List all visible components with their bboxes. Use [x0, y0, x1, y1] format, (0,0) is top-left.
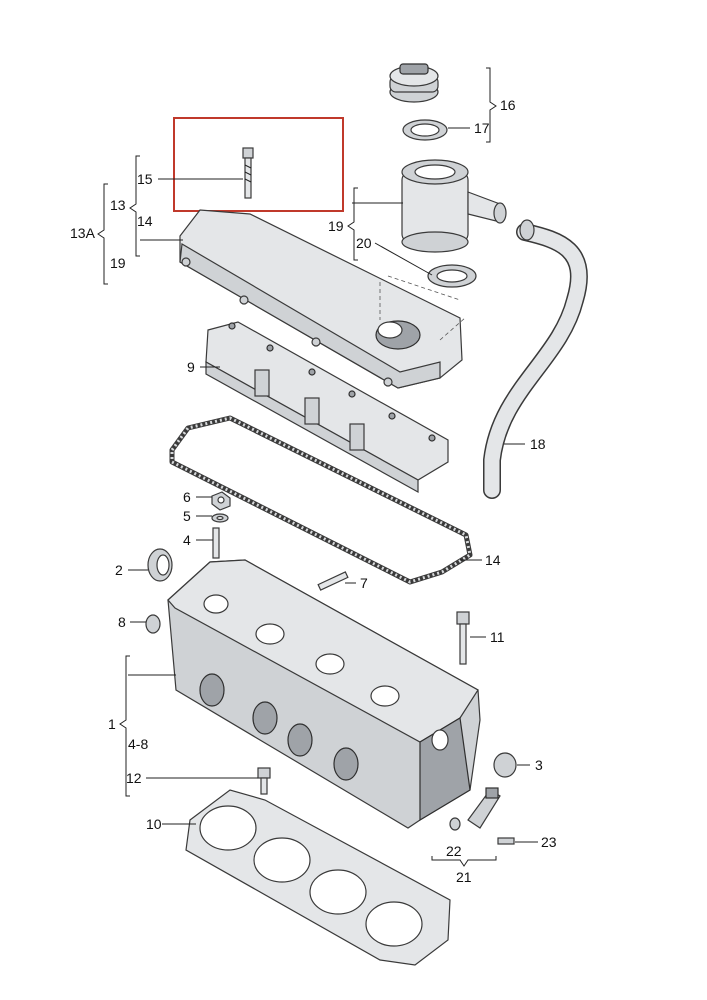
brace-13A: [97, 183, 108, 285]
callout-16: 16: [500, 97, 516, 113]
part-8-plug: [145, 614, 161, 634]
part-10-head-gasket: [185, 789, 451, 966]
callout-6: 6: [183, 489, 191, 505]
part-9-baffle-plate: [205, 321, 449, 494]
callout-21: 21: [456, 869, 472, 885]
part-23-screw: [497, 837, 515, 845]
part-22-seal: [449, 817, 461, 831]
part-17-seal-ring: [402, 119, 448, 141]
part-18-breather-hose: [483, 219, 588, 499]
callout-13: 13: [110, 197, 126, 213]
part-13-valve-cover: [179, 209, 463, 389]
brace-21: [431, 856, 497, 867]
callout-19-breather: 19: [328, 218, 344, 234]
part-20-seal-ring: [427, 264, 477, 288]
callout-8: 8: [118, 614, 126, 630]
callout-14-cover: 14: [137, 213, 153, 229]
part-7-stud: [317, 571, 349, 591]
brace-13: [129, 155, 140, 257]
part-11-head-bolt: [456, 611, 470, 665]
dashed-alignment-guide: [379, 275, 466, 341]
brace-16: [486, 67, 497, 143]
callout-labels: 15 13 14 13A 19 16 17 19 20 9 18 6 5 4 1…: [70, 97, 557, 885]
callout-20: 20: [356, 235, 372, 251]
brace-19: [347, 187, 358, 261]
callout-7: 7: [360, 575, 368, 591]
callout-18: 18: [530, 436, 546, 452]
part-19-breather-housing: [401, 159, 507, 253]
part-1-cylinder-head: [167, 559, 481, 829]
callout-5: 5: [183, 508, 191, 524]
callout-1: 1: [108, 716, 116, 732]
highlight-frame: [173, 117, 344, 212]
part-16-oil-cap: [389, 63, 439, 103]
part-5-washer: [211, 513, 229, 523]
part-3-plug: [493, 752, 517, 778]
callout-13A: 13A: [70, 225, 96, 241]
part-12-bolt: [257, 767, 271, 795]
part-6-nut: [211, 491, 231, 511]
leader-lines: [128, 127, 538, 843]
part-4-stud: [212, 527, 220, 559]
callout-11: 11: [490, 629, 505, 645]
callout-3: 3: [535, 757, 543, 773]
callout-19-cover: 19: [110, 255, 126, 271]
callout-15: 15: [137, 171, 153, 187]
callout-9: 9: [187, 359, 195, 375]
callout-17: 17: [474, 120, 490, 136]
callout-2: 2: [115, 562, 123, 578]
callout-10: 10: [146, 816, 162, 832]
part-15-bolt: [242, 147, 254, 199]
part-2-shaft-seal: [147, 548, 173, 582]
callout-4: 4: [183, 532, 191, 548]
callout-4-8: 4-8: [128, 736, 148, 752]
part-21-sensor: [467, 787, 501, 829]
callout-23: 23: [541, 834, 557, 850]
callout-22: 22: [446, 843, 462, 859]
callout-12: 12: [126, 770, 142, 786]
callout-14-gasket: 14: [485, 552, 501, 568]
brace-1: [119, 655, 130, 797]
